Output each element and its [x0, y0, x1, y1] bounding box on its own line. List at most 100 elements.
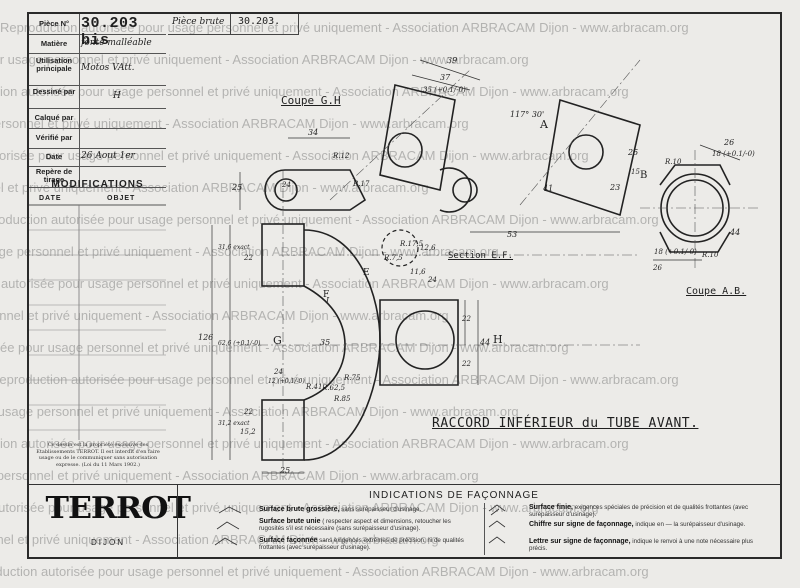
label-b: B [640, 170, 648, 181]
label-g: G [273, 334, 282, 347]
coupe-gh-hole-right [452, 177, 478, 203]
legal-notice: Ce dessin est la propriété exclusive des… [36, 442, 160, 468]
dim-34: 34 [308, 128, 319, 137]
h-boss [379, 299, 459, 386]
matiere-label: Matière [40, 39, 68, 48]
date-value: 26 Aout 1er [81, 151, 135, 161]
dim-26-bottom: 26 [653, 264, 662, 272]
label-a: A [540, 118, 548, 131]
dim-r12: R.12 [333, 152, 350, 160]
dim-r17-5: R.17,5 [400, 240, 424, 248]
modifications-col-objet: OBJET [107, 195, 136, 202]
dim-r7-5: R.7,5 [384, 254, 403, 262]
dim-r41: R.41 [306, 383, 323, 391]
indication-text-4: exigences spéciales de précision et de q… [529, 504, 749, 518]
dim-22-b: 22 [244, 408, 253, 416]
dim-44-h: 44 [480, 338, 491, 347]
logo-city: DIJON [91, 538, 125, 547]
piece-brute-value: 30.203. [238, 16, 281, 27]
tb-row-calque: Calqué par [29, 108, 166, 129]
section-ef [381, 229, 419, 267]
indication-head-1: Surface brute grossière, [259, 506, 340, 513]
coupe-ab-top-lug [659, 164, 731, 186]
dim-22-d: 22 [462, 360, 471, 368]
dim-15: 15 [631, 168, 640, 176]
indication-text-3: sans exigences extrêmes de précision, ni… [259, 537, 464, 551]
coupe-gh-right-lug [439, 167, 472, 213]
drawing-frame [27, 12, 782, 559]
coupe-gh-boss [379, 84, 456, 191]
dim-126: 126 [198, 333, 214, 342]
dim-44-right: 44 [730, 228, 741, 237]
dim-26-top: 26 [724, 138, 735, 147]
utilisation-value: Motos VAtt. [81, 63, 135, 73]
bottom-strip: TERROT DIJON INDICATIONS DE FAÇONNAGE Su… [29, 484, 780, 558]
date-label: Date [45, 152, 63, 161]
dim-37: 37 [440, 73, 451, 82]
indication-item-5: Chiffre sur signe de façonnage, indique … [529, 521, 769, 528]
tb-row-repere: Repère de tirage [29, 166, 166, 188]
dim-22-a: 22 [244, 254, 253, 262]
dim-22-c: 22 [462, 315, 471, 323]
modifications-title: MODIFICATIONS [51, 179, 144, 190]
dim-24: 24 [282, 181, 291, 189]
piece-brute-box: Pièce brute 30.203. [168, 14, 299, 35]
view-a-block [544, 98, 641, 217]
indications-title: INDICATIONS DE FAÇONNAGE [369, 490, 539, 501]
dim-18-top: 18 (+0.1/-0) [712, 150, 755, 158]
tb-row-matiere: Matière fonte malléable [29, 34, 166, 54]
modifications-col-date: DATE [39, 195, 62, 202]
indication-text-1: sans surépaisseur d'usinage. [341, 506, 422, 513]
indication-item-1: Surface brute grossière, sans surépaisse… [259, 506, 474, 513]
view-a-hole [568, 134, 604, 170]
indication-item-3: Surface façonnée sans exigences extrêmes… [259, 537, 474, 551]
label-coupe-gh: Coupe G.H [281, 94, 341, 107]
dim-12-6: 12,6 [420, 244, 436, 252]
drawing-title: RACCORD INFÉRIEUR du TUBE AVANT. [432, 416, 699, 431]
dim-15-2: 15,2 [240, 428, 256, 436]
coupe-ab-bottom-lug [659, 231, 731, 253]
dim-31-6: 31,6 exact [218, 244, 250, 251]
verifie-label: Vérifié par [35, 133, 73, 142]
dim-r17: R.17 [353, 180, 370, 188]
dim-53: 53 [507, 230, 518, 239]
piece-brute-label: Pièce brute [172, 17, 225, 27]
h-hole [395, 310, 455, 370]
coupe-gh-hole-small [274, 178, 298, 202]
coupe-gh-link [264, 169, 367, 211]
label-e: E [363, 268, 370, 278]
indication-item-2: Surface brute unie ( respecter aspect et… [259, 518, 474, 532]
coupe-gh-hole-large [387, 132, 423, 168]
modifications-grid [29, 204, 166, 440]
dim-r75: R.75 [344, 374, 361, 382]
dim-25-left: 25 [232, 183, 243, 192]
dim-23: 23 [610, 183, 621, 192]
indication-text-5: indique en — la surépaisseur d'usinage. [635, 521, 746, 528]
finishing-symbols [214, 504, 506, 546]
piece-label: Pièce N° [38, 19, 70, 28]
dim-39: 39 [447, 56, 458, 65]
tb-row-dessine: Dessiné par H [29, 85, 166, 109]
dim-25-bottom: 25 [280, 466, 291, 475]
indication-text-6: indique le renvoi à une note nécessaire … [529, 538, 754, 552]
tb-row-verifie: Vérifié par [29, 128, 166, 149]
label-angle: 117° 30' [510, 110, 545, 119]
tb-row-utilisation: Utilisation principale Motos VAtt. [29, 53, 166, 86]
dim-r10-top: R.10 [665, 158, 682, 166]
dim-41: 41 [543, 184, 554, 193]
indication-item-4: Surface finie, exigences spéciales de pr… [529, 504, 769, 518]
dessine-value: H [113, 91, 121, 101]
label-h: H [493, 333, 503, 346]
dim-r10-bottom: R.10 [702, 251, 719, 259]
matiere-value: fonte malléable [81, 38, 152, 48]
indication-head-4: Surface finie, [529, 504, 573, 511]
dim-25-right: 25 [628, 148, 639, 157]
dim-12: 12 (+0.1/-0) [268, 378, 305, 385]
piece-value: 30.203 bis [81, 15, 139, 49]
dessine-label: Dessiné par [32, 87, 76, 96]
indication-head-2: Surface brute unie [259, 518, 321, 525]
tb-row-date: Date 26 Aout 1er [29, 148, 166, 167]
dim-35: 35 (+0.1/-0) [423, 86, 466, 94]
dim-24-g: 24 [274, 368, 283, 376]
